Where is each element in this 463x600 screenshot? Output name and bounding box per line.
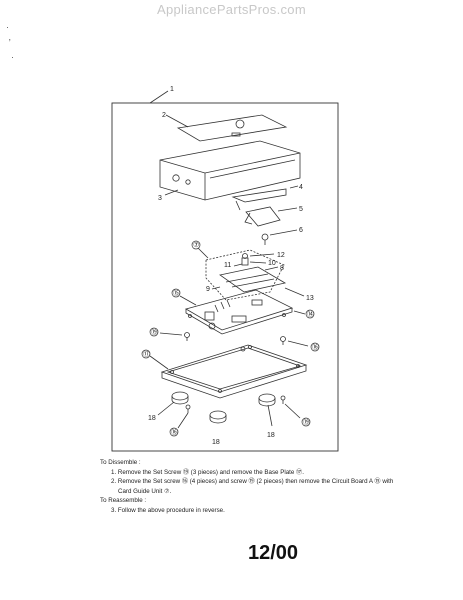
- screw-part-6: [261, 233, 269, 245]
- callout-5: 5: [299, 206, 303, 213]
- reassemble-title: To Reassemble :: [100, 497, 147, 505]
- disassemble-title: To Dissemble :: [100, 459, 141, 466]
- callout-14: ⑭: [307, 310, 314, 318]
- callout-18-center: 18: [212, 439, 220, 446]
- step-3: 3. Follow the above procedure in reverse…: [111, 506, 225, 514]
- callout-18-right: 18: [267, 432, 275, 439]
- callout-12: 12: [277, 252, 285, 259]
- callout-18-left: 18: [148, 415, 156, 422]
- scan-specks: · , ·: [6, 22, 14, 62]
- callout-1: 1: [170, 86, 174, 93]
- callout-16-bottom: ⑯: [171, 428, 178, 436]
- callout-3: 3: [158, 195, 162, 202]
- card-guide-unit: [219, 253, 287, 293]
- base-plate: [160, 344, 308, 399]
- card-guide-outline: [205, 249, 285, 301]
- callout-13: 13: [306, 295, 314, 302]
- callout-4: 4: [299, 184, 303, 191]
- step-2: 2. Remove the Set screw ⑯ (4 pieces) and…: [111, 478, 394, 486]
- top-plate: [176, 114, 288, 142]
- step-2-continued: Card Guide Unit ⑦.: [118, 487, 172, 495]
- circuit-board: [184, 289, 294, 335]
- callout-9: 9: [206, 286, 210, 293]
- main-housing: [159, 140, 301, 201]
- page-number: 12/00: [248, 542, 299, 564]
- callout-17: ⑰: [143, 350, 150, 358]
- diagram-frame: [111, 102, 339, 452]
- callout-19-left: ⑲: [151, 328, 158, 336]
- callout-10: 10: [268, 260, 276, 267]
- rubber-feet: [171, 391, 276, 424]
- callout-7: ⑦: [193, 241, 199, 249]
- callout-8: 8: [280, 265, 284, 272]
- instructions: To Dissemble : 1. Remove the Set Screw ⑲…: [100, 458, 440, 516]
- callout-16: ⑯: [312, 343, 319, 351]
- board-screws: [184, 332, 286, 352]
- base-screws: [185, 395, 286, 413]
- callout-15: ⑮: [173, 289, 180, 297]
- callout-11: 11: [224, 262, 231, 269]
- callout-6: 6: [299, 227, 303, 234]
- step-1: 1. Remove the Set Screw ⑲ (3 pieces) and…: [111, 468, 304, 476]
- watermark: AppliancePartsPros.com: [157, 2, 306, 17]
- holder-plate-part-5: [244, 206, 281, 227]
- callout-2: 2: [162, 112, 166, 119]
- bracket-part-4: [231, 188, 287, 211]
- callout-19-right: ⑲: [303, 418, 310, 426]
